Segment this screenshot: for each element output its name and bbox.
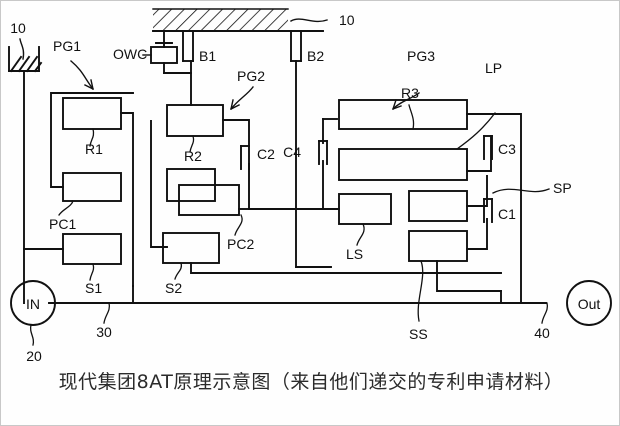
ref-40: 40	[534, 325, 550, 341]
label-pc2: PC2	[227, 236, 254, 252]
label-c2: C2	[257, 146, 275, 162]
label-owc: OWC	[113, 46, 147, 62]
leaders-refs	[29, 104, 550, 346]
label-ss: SS	[409, 326, 428, 342]
clutch-c3-symbol	[483, 135, 493, 160]
ref-20: 20	[26, 348, 42, 364]
block-lp	[338, 148, 468, 181]
label-out: Out	[578, 296, 601, 312]
wiring-pg2	[150, 119, 502, 274]
arrow-pg3	[392, 92, 420, 110]
block-r1	[62, 97, 122, 130]
label-sp: SP	[553, 180, 572, 196]
block-ls	[338, 193, 392, 225]
label-c3: C3	[498, 141, 516, 157]
label-c4: C4	[283, 144, 301, 160]
output-circle	[566, 280, 612, 326]
label-b1: B1	[199, 48, 216, 64]
housing-top-leader	[290, 18, 328, 23]
figure-caption: 现代集团8AT原理示意图（来自他们递交的专利申请材料）	[58, 371, 564, 393]
block-sp	[408, 190, 468, 222]
block-r3	[338, 99, 468, 130]
label-s1: S1	[85, 280, 102, 296]
label-pg2: PG2	[237, 68, 265, 84]
block-s1	[62, 233, 122, 265]
label-lp: LP	[485, 60, 502, 76]
wiring-pg3	[322, 113, 522, 304]
block-pc2-lower	[178, 184, 240, 216]
label-pg3: PG3	[407, 48, 435, 64]
label-r2: R2	[184, 148, 202, 164]
block-r2	[166, 104, 224, 137]
clutch-c2-symbol	[240, 145, 250, 170]
brake-b1-symbol	[182, 30, 194, 62]
arrow-pg1	[70, 60, 94, 90]
input-circle	[10, 280, 56, 326]
label-c1: C1	[498, 206, 516, 222]
block-s2	[162, 232, 220, 264]
wire-r1-right	[120, 112, 134, 287]
housing-top	[152, 8, 324, 32]
block-pc1	[62, 172, 122, 202]
clutch-c1-symbol	[483, 198, 493, 223]
brake-b2-symbol	[290, 30, 302, 62]
label-pg1: PG1	[53, 38, 81, 54]
label-pc1: PC1	[49, 216, 76, 232]
one-way-clutch-symbol	[142, 30, 178, 74]
leaders-pg2	[174, 135, 243, 280]
housing-left	[8, 46, 43, 73]
wire-pc1-loop	[50, 92, 134, 188]
housing-left-leader	[19, 38, 25, 60]
label-ls: LS	[346, 246, 363, 262]
leaders-pg1	[58, 128, 95, 281]
block-ss	[408, 230, 468, 262]
label-in: IN	[26, 296, 40, 312]
label-b2: B2	[307, 48, 324, 64]
arrow-pg2	[230, 86, 254, 110]
label-r1: R1	[85, 141, 103, 157]
ref-30: 30	[96, 324, 112, 340]
ref-10-top: 10	[339, 12, 355, 28]
label-r3: R3	[401, 85, 419, 101]
ref-10-left: 10	[10, 20, 26, 36]
label-s2: S2	[165, 280, 182, 296]
